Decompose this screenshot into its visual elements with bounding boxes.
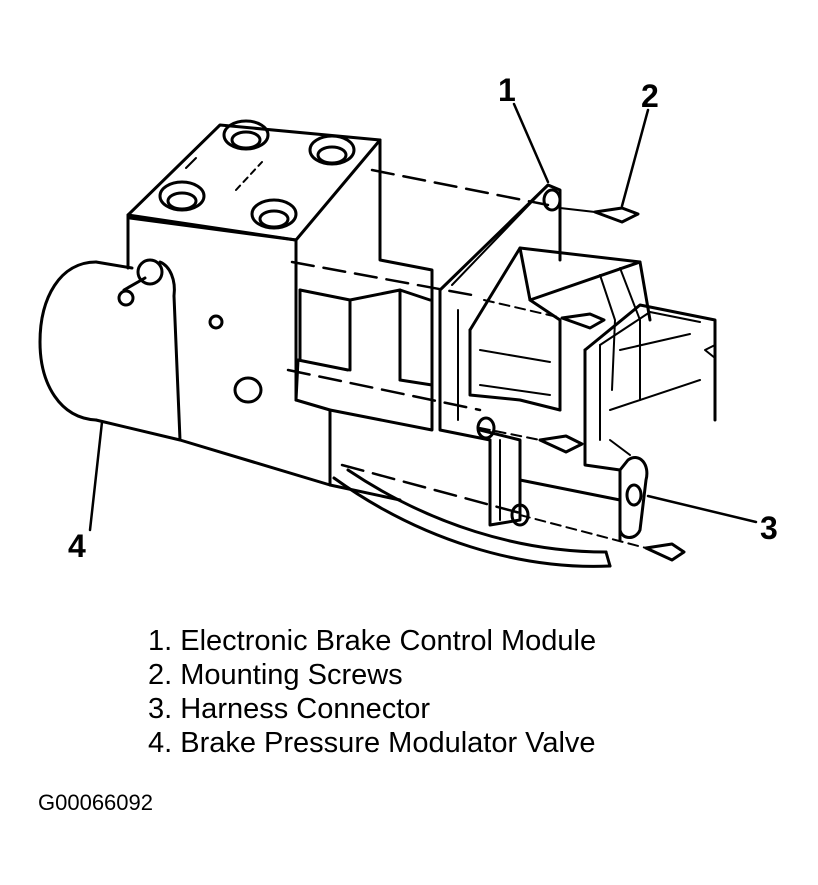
ebcm-module <box>438 183 717 542</box>
bottom-seal-plate <box>332 468 612 568</box>
hydraulic-port <box>158 119 356 230</box>
callout-3: 3 <box>760 510 778 546</box>
callout-1: 1 <box>498 72 516 108</box>
legend-item: 2. Mounting Screws <box>148 659 403 691</box>
legend-item: 1. Electronic Brake Control Module <box>148 625 597 657</box>
callout-2: 2 <box>641 78 659 114</box>
harness-connector <box>618 456 649 539</box>
parts-legend: 1. Electronic Brake Control Module 2. Mo… <box>148 624 596 760</box>
callout-4: 4 <box>68 528 86 564</box>
mounting-screw <box>479 206 686 562</box>
abs-assembly-drawing <box>38 102 758 568</box>
legend-item: 3. Harness Connector <box>148 693 431 725</box>
legend-item: 4. Brake Pressure Modulator Valve <box>148 727 596 759</box>
exploded-view-diagram: 1 2 3 4 <box>38 72 778 568</box>
figure-id: G00066092 <box>38 790 153 815</box>
modulator-motor-cylinder <box>38 258 182 442</box>
assembly-alignment-lines <box>286 168 550 515</box>
modulator-block <box>126 119 434 502</box>
callout-leaders <box>88 102 758 532</box>
